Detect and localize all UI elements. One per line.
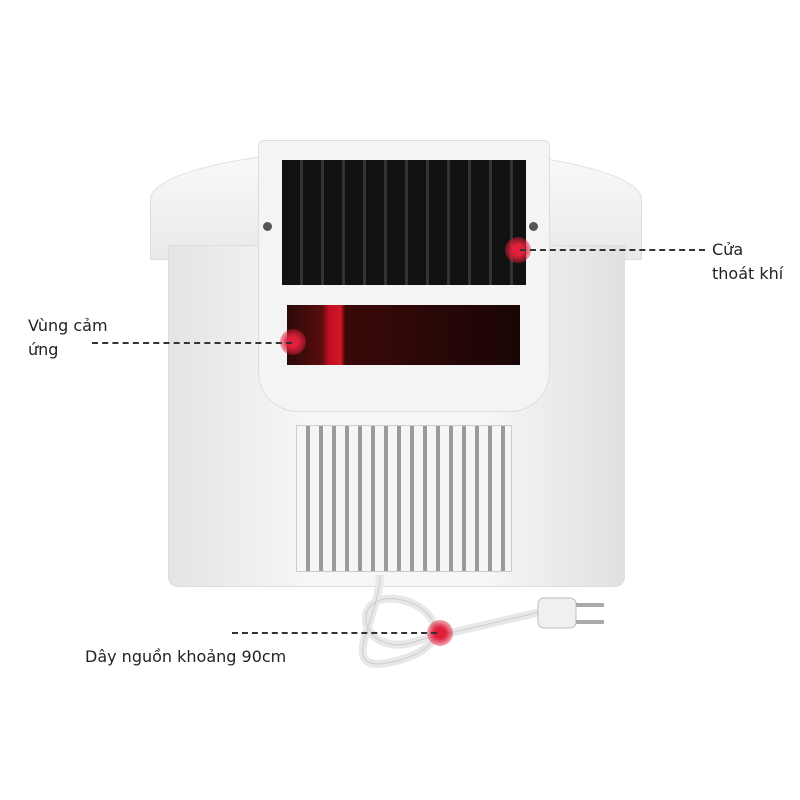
exhaust-vent-grille bbox=[282, 160, 526, 285]
exhaust-label: Cửa thoát khí bbox=[712, 238, 783, 286]
plug bbox=[537, 597, 577, 629]
exhaust-label-line1: Cửa bbox=[712, 240, 744, 259]
sensor-label-line2: ứng bbox=[28, 340, 59, 359]
sensor-label-line1: Vùng cảm bbox=[28, 316, 108, 335]
screw-icon bbox=[529, 222, 538, 231]
cord-label: Dây nguồn khoảng 90cm bbox=[85, 647, 287, 666]
sensor-label: Vùng cảm ứng bbox=[28, 314, 108, 362]
screw-icon bbox=[263, 222, 272, 231]
exhaust-leader-line bbox=[520, 249, 705, 251]
intake-grille bbox=[296, 425, 512, 572]
cord-leader-line bbox=[232, 632, 437, 634]
sensor-window bbox=[287, 305, 520, 365]
exhaust-label-line2: thoát khí bbox=[712, 264, 784, 283]
sensor-leader-line bbox=[92, 342, 292, 344]
